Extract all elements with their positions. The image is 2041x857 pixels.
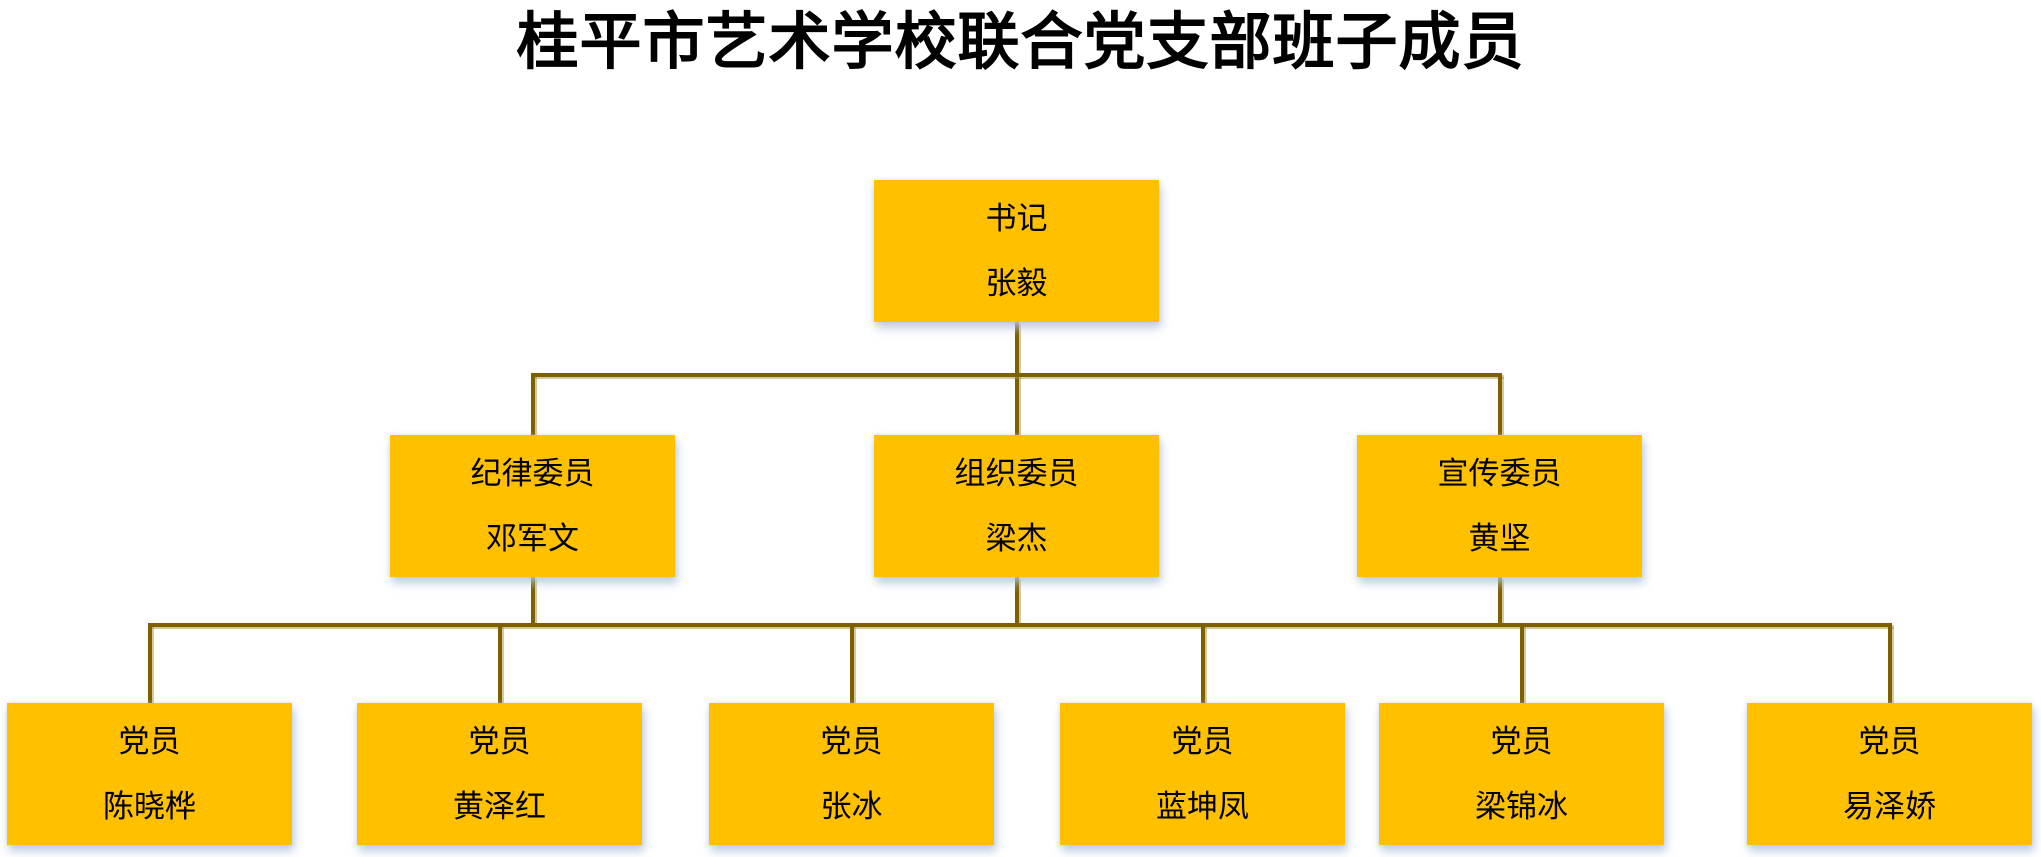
node-role-label: 党员 [468, 724, 531, 759]
connector-rail-level3 [148, 623, 1892, 627]
node-publicity-member: 宣传委员 黄坚 [1357, 435, 1642, 577]
node-name-label: 蓝坤凤 [1156, 789, 1249, 824]
node-name-label: 黄泽红 [453, 789, 546, 824]
node-name-label: 陈晓桦 [103, 789, 196, 824]
connector-stem-publicity [1498, 577, 1502, 625]
node-party-member-4: 党员 蓝坤凤 [1060, 703, 1345, 845]
node-role-label: 党员 [1171, 724, 1234, 759]
node-organization-member: 组织委员 梁杰 [874, 435, 1159, 577]
connector-drop-member-1 [148, 625, 152, 703]
node-name-label: 梁锦冰 [1475, 789, 1568, 824]
node-role-label: 党员 [118, 724, 181, 759]
node-role-label: 党员 [820, 724, 883, 759]
node-role-label: 书记 [985, 201, 1048, 236]
connector-drop-discipline [531, 375, 535, 435]
node-name-label: 邓军文 [486, 521, 579, 556]
connector-stem-discipline [531, 577, 535, 625]
connector-drop-member-6 [1888, 625, 1892, 703]
connector-stem-organization [1015, 577, 1019, 625]
node-role-label: 党员 [1858, 724, 1921, 759]
node-name-label: 张毅 [985, 266, 1048, 301]
connector-drop-member-4 [1201, 625, 1205, 703]
connector-drop-member-5 [1520, 625, 1524, 703]
node-party-member-6: 党员 易泽娇 [1747, 703, 2032, 845]
node-party-member-5: 党员 梁锦冰 [1379, 703, 1664, 845]
node-name-label: 易泽娇 [1843, 789, 1936, 824]
node-name-label: 张冰 [820, 789, 883, 824]
node-name-label: 梁杰 [985, 521, 1048, 556]
node-role-label: 党员 [1490, 724, 1553, 759]
connector-rail-level2 [531, 373, 1502, 377]
connector-drop-member-2 [498, 625, 502, 703]
node-role-label: 宣传委员 [1437, 456, 1562, 491]
connector-drop-publicity [1498, 375, 1502, 435]
node-secretary: 书记 张毅 [874, 180, 1159, 322]
node-party-member-1: 党员 陈晓桦 [7, 703, 292, 845]
node-party-member-3: 党员 张冰 [709, 703, 994, 845]
node-name-label: 黄坚 [1468, 521, 1531, 556]
chart-title: 桂平市艺术学校联合党支部班子成员 [516, 8, 1525, 77]
connector-root-stem [1015, 322, 1019, 437]
node-role-label: 纪律委员 [470, 456, 595, 491]
node-party-member-2: 党员 黄泽红 [357, 703, 642, 845]
node-role-label: 组织委员 [954, 456, 1079, 491]
node-discipline-member: 纪律委员 邓军文 [390, 435, 675, 577]
connector-drop-member-3 [850, 625, 854, 703]
